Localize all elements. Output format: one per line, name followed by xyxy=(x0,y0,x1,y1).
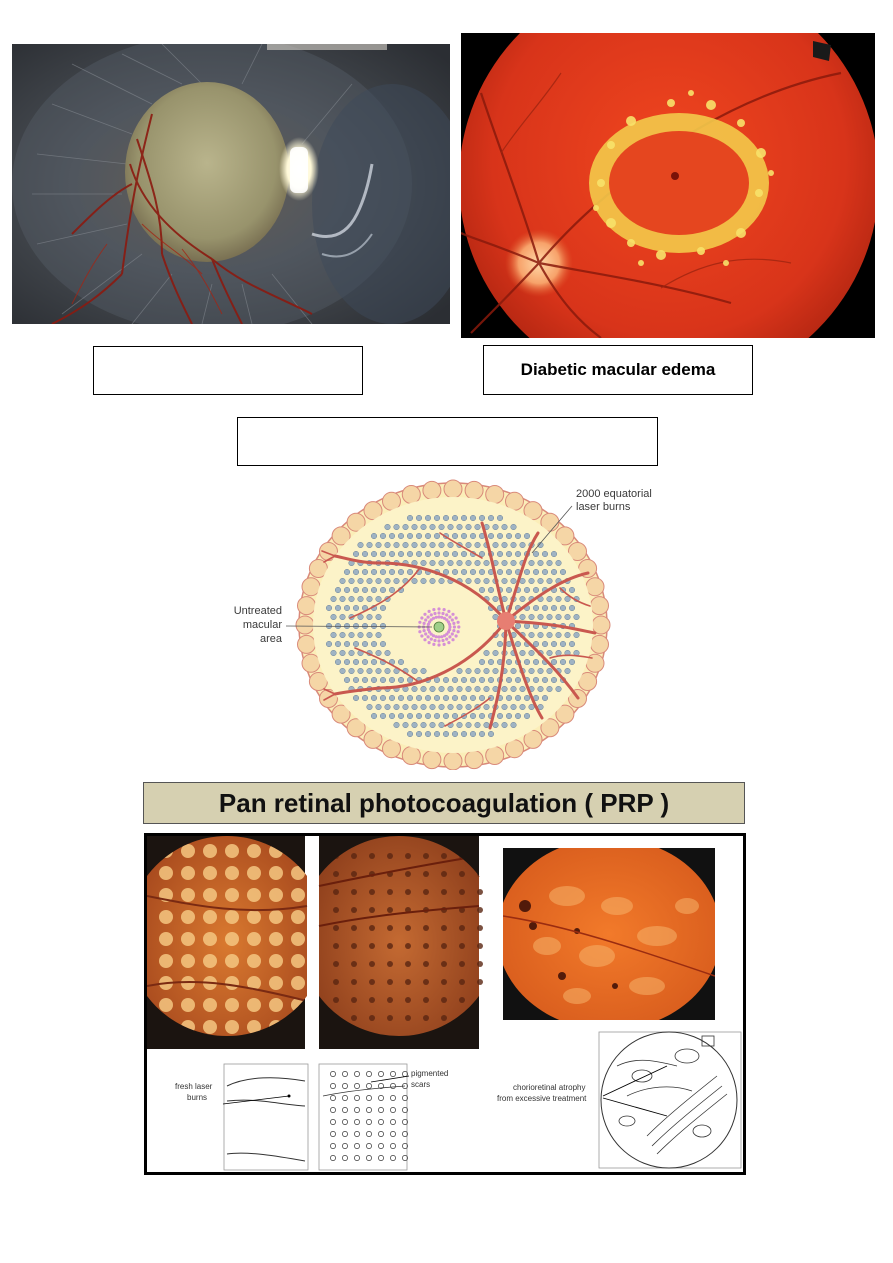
macula-ring xyxy=(417,607,461,647)
atrophy-photo xyxy=(503,848,715,1020)
label-fresh-line2: burns xyxy=(187,1093,207,1102)
ora-serrata-scallops xyxy=(295,479,611,771)
retinal-vessels xyxy=(333,521,597,730)
label-macula-line1: Untreated xyxy=(234,605,282,617)
label-burns-line1: 2000 equatorial xyxy=(576,488,652,500)
prp-diagram: 2000 equatorial laser burns Untreated ma… xyxy=(220,478,680,771)
leader-line-burns xyxy=(531,505,573,554)
caption-left-box xyxy=(93,346,363,395)
pigmented-scars-sketch: pigmented scars xyxy=(318,1063,448,1171)
prp-photo-panel: fresh laser burns pigmented scars xyxy=(144,833,746,1175)
fovea xyxy=(433,621,445,633)
label-atrophy-line1: chorioretinal atrophy xyxy=(513,1083,585,1092)
label-macula-line2: macular xyxy=(243,619,282,631)
label-pigmented-line1: pigmented xyxy=(411,1069,448,1078)
pigmented-scars-photo xyxy=(318,836,483,1049)
iris-photo xyxy=(12,44,450,324)
prp-title-banner: Pan retinal photocoagulation ( PRP ) xyxy=(143,782,745,824)
label-macula-line3: area xyxy=(260,633,283,645)
label-fresh-line1: fresh laser xyxy=(175,1082,213,1091)
fresh-burns-sketch: fresh laser burns xyxy=(175,1063,309,1171)
label-burns-line2: laser burns xyxy=(576,501,631,513)
optic-disc xyxy=(497,612,515,630)
fresh-burns-photo xyxy=(147,836,308,1049)
caption-diabetic-macular-edema: Diabetic macular edema xyxy=(483,345,753,395)
caption-middle-box xyxy=(237,417,658,466)
prp-panel-graphic: fresh laser burns pigmented scars xyxy=(147,836,742,1171)
label-atrophy-line2: from excessive treatment xyxy=(497,1094,587,1103)
prp-diagram-graphic: 2000 equatorial laser burns Untreated ma… xyxy=(234,479,652,771)
iris-photo-graphic xyxy=(12,44,450,324)
leader-line-macula xyxy=(285,625,433,628)
fundus-photo-graphic xyxy=(461,33,875,338)
atrophy-sketch: chorioretinal atrophy from excessive tre… xyxy=(497,1031,742,1169)
fundus-macular-edema-photo xyxy=(461,33,875,338)
label-pigmented-line2: scars xyxy=(411,1080,430,1089)
